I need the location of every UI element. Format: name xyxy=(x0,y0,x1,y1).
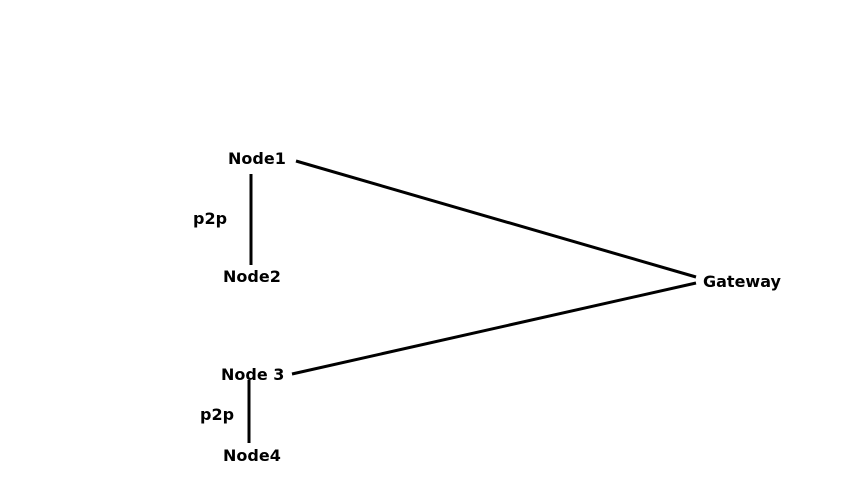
edge-node1-gateway xyxy=(295,159,697,279)
edge-node3-gateway xyxy=(291,281,697,376)
edge-label-node3-node4: p2p xyxy=(200,405,235,424)
node2-label: Node2 xyxy=(223,267,281,286)
gateway-label: Gateway xyxy=(703,272,781,291)
node3-label: Node 3 xyxy=(221,365,285,384)
edge-label-node1-node2: p2p xyxy=(193,209,228,228)
node1-label: Node1 xyxy=(228,149,286,168)
node4-label: Node4 xyxy=(223,446,281,465)
